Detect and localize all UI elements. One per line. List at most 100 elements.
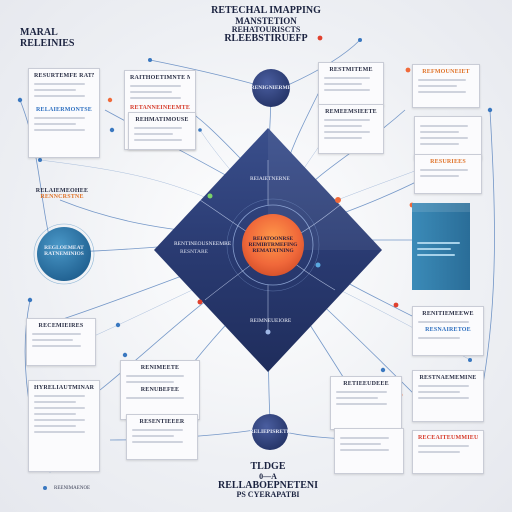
card-top-left: RESURTEMFE RATNOIE RELAIERMONTSE xyxy=(28,68,100,158)
card-heading: RESURTEMFE RATNOIE xyxy=(34,73,94,79)
card-line xyxy=(32,345,82,347)
card-line xyxy=(324,77,370,79)
top-node-label: RENIGNIERME xyxy=(250,85,292,91)
header-line-3: REHATOURISCTS xyxy=(231,24,301,34)
card-line xyxy=(34,395,85,397)
card-line xyxy=(34,425,76,427)
core-node-line-3: REMATATNING xyxy=(252,248,294,254)
card-line xyxy=(418,85,458,87)
card-heading: RESENTIEEER xyxy=(139,419,185,425)
diamond-label-left-sub: RESNTARE xyxy=(180,249,208,255)
card-bottom-right-3 xyxy=(334,428,404,474)
bottom-node-label: RELIEPISRETE xyxy=(249,429,291,435)
right-panel-line xyxy=(417,254,456,256)
card-line xyxy=(420,137,468,139)
core-node-line-2: REMIBTRMEFING xyxy=(248,242,298,248)
left-title-line-1: MARAL xyxy=(20,27,58,38)
card-line xyxy=(418,451,460,453)
card-line xyxy=(418,321,469,323)
card-line xyxy=(418,337,460,339)
card-top-right-1: RESTMITEME xyxy=(318,62,384,106)
header-title: RETECHAL IMAPPING MANSTETION REHATOURISC… xyxy=(196,5,336,45)
card-line xyxy=(420,175,460,177)
card-heading: REMEEMSIEETE xyxy=(325,109,377,115)
header-line-4: RLEEBSTIRUEFP xyxy=(224,33,308,45)
card-heading: RESURIEES xyxy=(430,159,466,165)
card-line xyxy=(34,117,85,119)
card-heading: REHMATIMOUSE xyxy=(135,117,189,123)
card-line xyxy=(126,397,184,399)
card-line xyxy=(418,391,460,393)
card-line xyxy=(324,119,370,121)
card-heading: RENIMEETE xyxy=(140,365,180,371)
card-line xyxy=(418,445,469,447)
footer-line-3: RELLABOEPNETENI xyxy=(217,479,319,491)
card-heading: RETANNEINEEMTES xyxy=(130,105,190,111)
bottom-node xyxy=(252,414,288,450)
card-line xyxy=(130,91,172,93)
top-node xyxy=(252,69,290,107)
right-panel-line xyxy=(417,242,461,244)
card-bottom-left-1: RECEMIEIRES xyxy=(26,318,96,366)
card-top-center-2: REHMATIMOUSE xyxy=(128,112,196,150)
card-top-right-3: REMEEMSIEETE xyxy=(318,104,384,154)
card-line xyxy=(34,89,76,91)
core-node-line-1: REIATOONRSE xyxy=(252,236,294,242)
header-line-1: RETECHAL IMAPPING xyxy=(211,5,321,16)
card-line xyxy=(336,391,387,393)
diamond-label-left: RENTINEOUSNEEMRE xyxy=(174,241,232,247)
card-line xyxy=(418,397,469,399)
card-line xyxy=(340,443,381,445)
right-panel xyxy=(412,203,470,290)
card-line xyxy=(132,441,183,443)
card-line xyxy=(324,89,370,91)
header-line-2: MANSTETION xyxy=(235,15,297,26)
card-line xyxy=(32,333,82,335)
footer-line-1: TLDGE xyxy=(250,461,286,472)
card-line xyxy=(130,85,181,87)
card-line xyxy=(34,95,85,97)
card-line xyxy=(418,385,469,387)
card-line xyxy=(324,131,370,133)
core-node-label: REIATOONRSE REMIBTRMEFING REMATATNING xyxy=(248,236,298,254)
card-line xyxy=(324,83,362,85)
card-line xyxy=(324,137,362,139)
card-line xyxy=(34,431,85,433)
card-bottom-right-4: RECEAITEUMMIEUE xyxy=(412,430,484,474)
card-line xyxy=(340,437,390,439)
card-line xyxy=(34,123,76,125)
card-mid-right: RENITIEMEEWE RESNAIRETOE xyxy=(412,306,484,356)
left-title-line-2: RELEINIES xyxy=(20,37,75,49)
right-panel-line xyxy=(417,248,451,250)
card-line xyxy=(336,403,387,405)
card-heading: RELAIERMONTSE xyxy=(36,107,92,113)
card-line xyxy=(130,97,181,99)
card-line xyxy=(132,429,183,431)
card-line xyxy=(420,143,460,145)
card-line xyxy=(134,127,182,129)
card-bottom-center-1: RENIMEETE RENUBEFEE xyxy=(120,360,200,420)
card-bottom-right-2: RESTNAEMEMINE xyxy=(412,370,484,422)
left-node-line-2: RATNEMINIOS xyxy=(44,251,84,257)
card-line xyxy=(418,79,466,81)
left-node xyxy=(37,227,91,281)
left-title: MARAL RELEINIES xyxy=(20,27,100,49)
card-line xyxy=(324,125,362,127)
card-line xyxy=(420,169,468,171)
card-line xyxy=(126,375,184,377)
card-heading: HYRELIAUTMINAR xyxy=(34,385,94,391)
footer-line-4: PS CYERAPATBI xyxy=(236,490,300,500)
right-panel-content xyxy=(417,238,465,260)
card-line xyxy=(34,401,76,403)
card-heading: RECEMIEIRES xyxy=(38,323,84,329)
left-node-label: REGLOEMEAT RATNEMINIOS xyxy=(40,245,88,257)
card-bottom-left-2: HYRELIAUTMINAR xyxy=(28,380,100,472)
card-line xyxy=(132,435,174,437)
card-line xyxy=(126,381,174,383)
footer-title: TLDGE 0—A RELLABOEPNETENI PS CYERAPATBI xyxy=(206,461,330,500)
card-line xyxy=(34,129,85,131)
card-heading: RESTMITEME xyxy=(329,67,373,73)
footer-line-2: 0—A xyxy=(259,471,277,481)
card-line xyxy=(34,83,85,85)
card-heading: RENNCRSTNE xyxy=(40,194,84,200)
